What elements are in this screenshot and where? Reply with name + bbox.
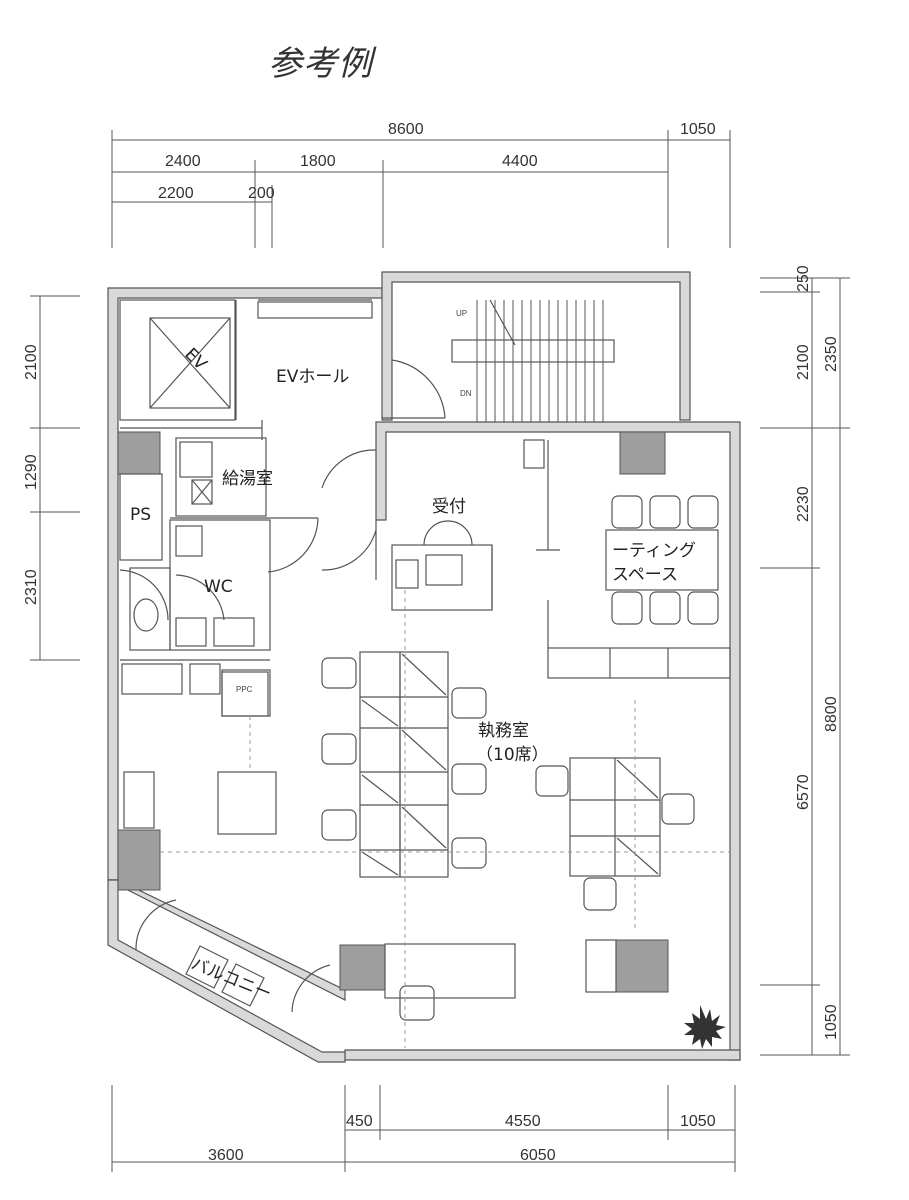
- dim-left-2100: 2100: [23, 344, 40, 380]
- dim-top-4400: 4400: [502, 153, 538, 170]
- dim-top-200: 200: [248, 185, 275, 202]
- room-ev-hall: EVホール: [276, 367, 349, 387]
- dim-right-250: 250: [795, 265, 812, 292]
- dim-right-2230: 2230: [795, 486, 812, 522]
- dim-bottom-450: 450: [346, 1113, 373, 1130]
- room-office: 執務室: [478, 721, 529, 741]
- room-meeting-2: スペース: [612, 565, 678, 585]
- dim-bottom-6050: 6050: [520, 1147, 556, 1164]
- room-meeting: ーティング: [612, 541, 696, 561]
- dim-bottom-4550: 4550: [505, 1113, 541, 1130]
- ppc-label: PPC: [236, 685, 253, 694]
- dim-top-2200: 2200: [158, 185, 194, 202]
- dim-top-total: 8600: [388, 121, 424, 138]
- room-office-seats: （10席）: [476, 745, 549, 765]
- room-ps: PS: [130, 505, 151, 525]
- room-reception: 受付: [432, 497, 466, 517]
- dim-bottom-3600: 3600: [208, 1147, 244, 1164]
- dim-top-2400: 2400: [165, 153, 201, 170]
- dim-right-1050: 1050: [823, 1004, 840, 1040]
- dim-bottom-1050: 1050: [680, 1113, 716, 1130]
- plan-title: 参考例: [268, 44, 373, 84]
- stair-up-label: UP: [456, 309, 467, 318]
- dim-left-2310: 2310: [23, 569, 40, 605]
- dim-top-1800: 1800: [300, 153, 336, 170]
- dim-right-2100: 2100: [795, 344, 812, 380]
- stair-dn-label: DN: [460, 389, 472, 398]
- plant-icon: [684, 1005, 726, 1049]
- dim-right-2350: 2350: [823, 336, 840, 372]
- dim-right-6570: 6570: [795, 774, 812, 810]
- room-wc: WC: [204, 577, 233, 597]
- dim-top-right: 1050: [680, 121, 716, 138]
- room-kitchen: 給湯室: [222, 469, 273, 489]
- dim-right-8800: 8800: [823, 696, 840, 732]
- dim-left-1290: 1290: [23, 454, 40, 490]
- room-ev: EV: [180, 344, 210, 374]
